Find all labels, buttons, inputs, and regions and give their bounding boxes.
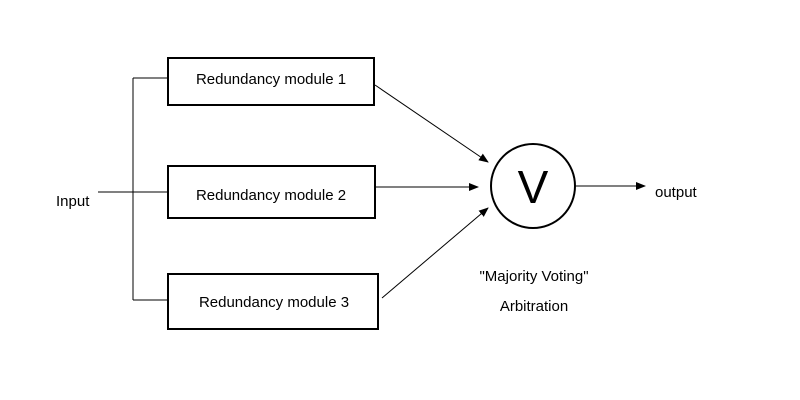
module-box: [167, 273, 379, 330]
module-label: Redundancy module 3: [199, 294, 349, 311]
arrow-module-3-to-voter: [381, 207, 489, 299]
redundancy-module-2: Redundancy module 2: [167, 165, 376, 219]
input-label: Input: [56, 193, 90, 210]
module-label: Redundancy module 1: [196, 71, 346, 88]
redundancy-module-1: Redundancy module 1: [167, 57, 375, 106]
module-arrows: [374, 84, 489, 299]
majority-voter: V: [490, 143, 576, 229]
input-fanout: [98, 77, 168, 301]
module-box: [167, 165, 376, 219]
voter-caption-line2: Arbitration: [500, 298, 568, 315]
voter-circle: [490, 143, 576, 229]
redundancy-module-3: Redundancy module 3: [167, 273, 379, 330]
module-label: Redundancy module 2: [196, 187, 346, 204]
output-label: output: [655, 184, 698, 201]
module-box: [167, 57, 375, 106]
voter-symbol: V: [518, 161, 549, 213]
voter-caption-line1: "Majority Voting": [479, 268, 588, 285]
arrow-module-1-to-voter: [374, 84, 489, 163]
